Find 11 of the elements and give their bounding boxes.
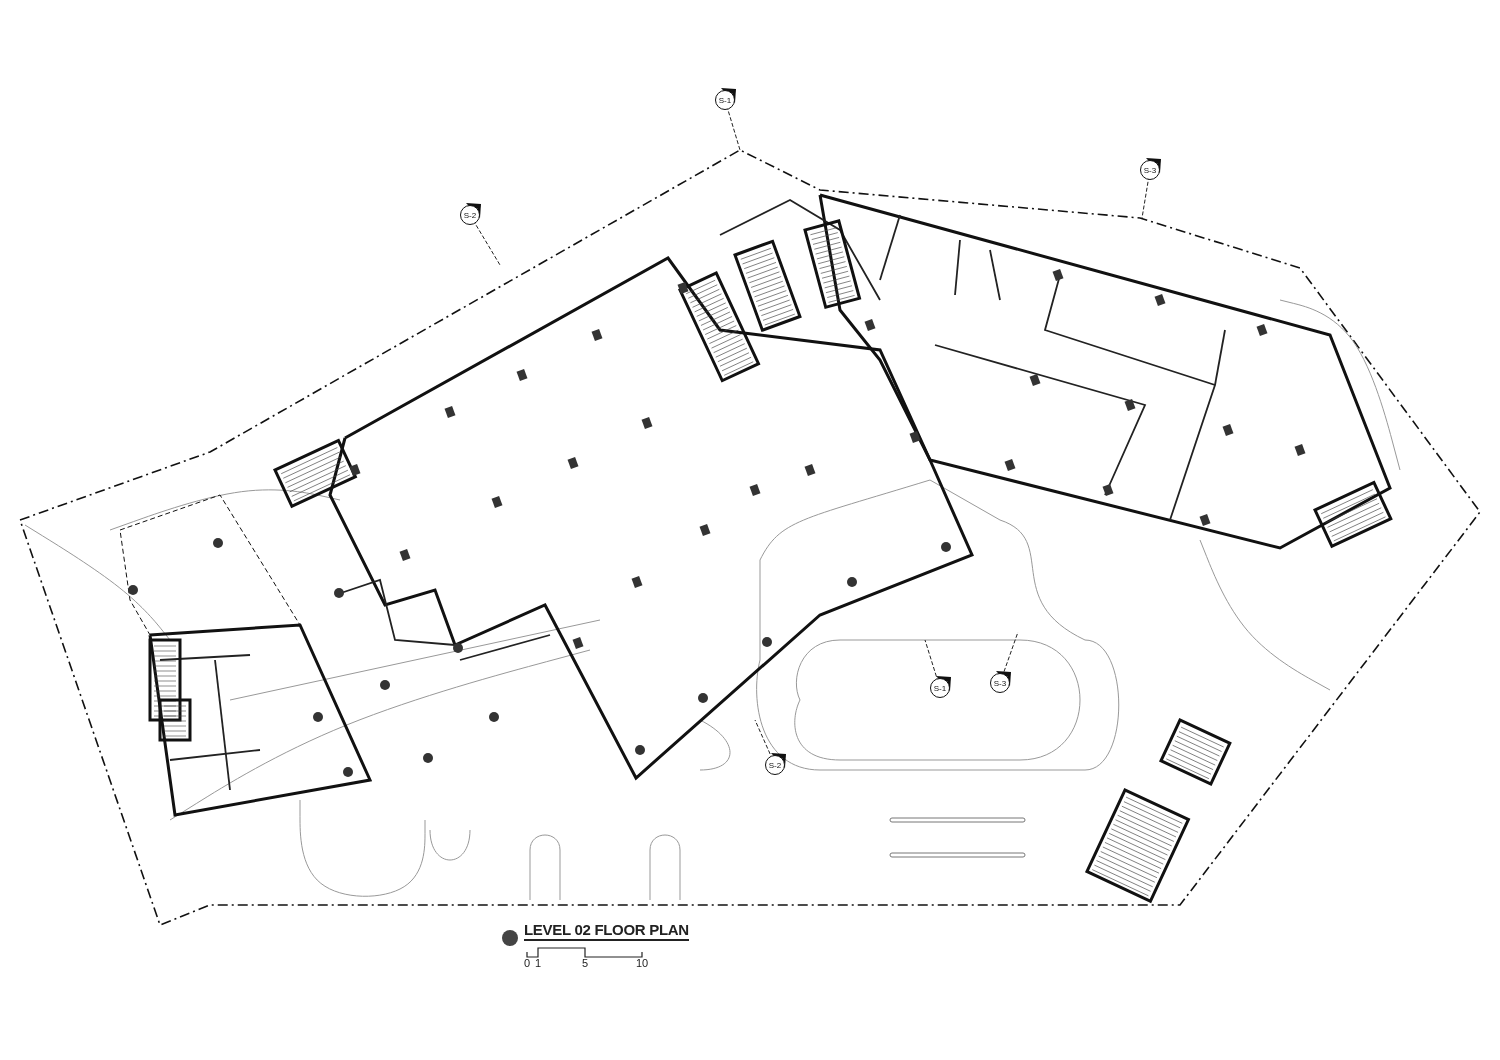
scale-number: 0: [523, 957, 531, 969]
section-marker: S-2: [765, 755, 785, 775]
scale-number: 1: [534, 957, 542, 969]
section-marker: S-3: [990, 673, 1010, 693]
scale-number: 10: [635, 957, 649, 969]
section-marker: S-1: [715, 90, 735, 110]
section-marker: S-1: [930, 678, 950, 698]
section-marker: S-3: [1140, 160, 1160, 180]
section-marker: S-2: [460, 205, 480, 225]
scale-number: 5: [581, 957, 589, 969]
plan-title: LEVEL 02 FLOOR PLAN: [524, 921, 689, 941]
